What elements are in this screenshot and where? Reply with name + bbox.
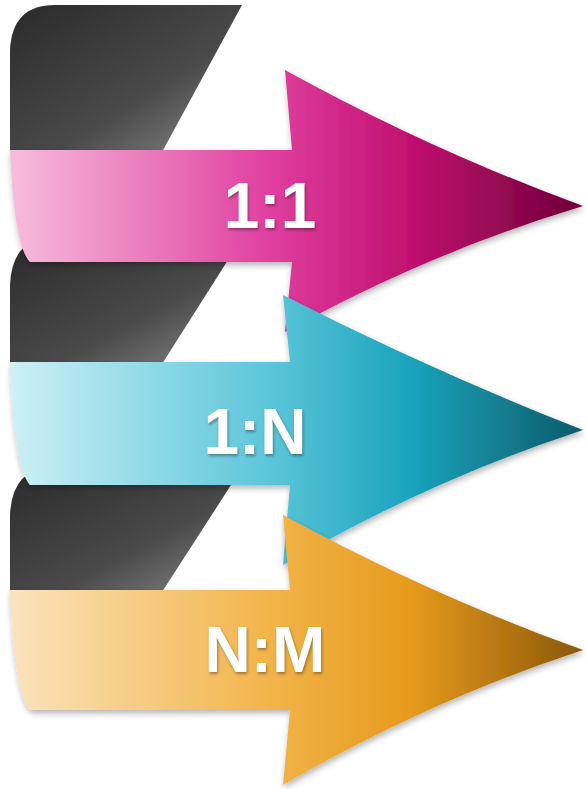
arrow-band: N:M [8, 513, 586, 787]
arrow-label: 1:1 [224, 174, 317, 238]
arrow-outline [10, 70, 583, 332]
ribbon-fold [10, 5, 242, 152]
arrow-outline [10, 515, 583, 785]
ribbon-fold [10, 468, 242, 592]
arrow-label: 1:N [203, 400, 306, 464]
arrow-label: N:M [205, 618, 326, 682]
arrow-band: 1:1 [8, 68, 586, 336]
